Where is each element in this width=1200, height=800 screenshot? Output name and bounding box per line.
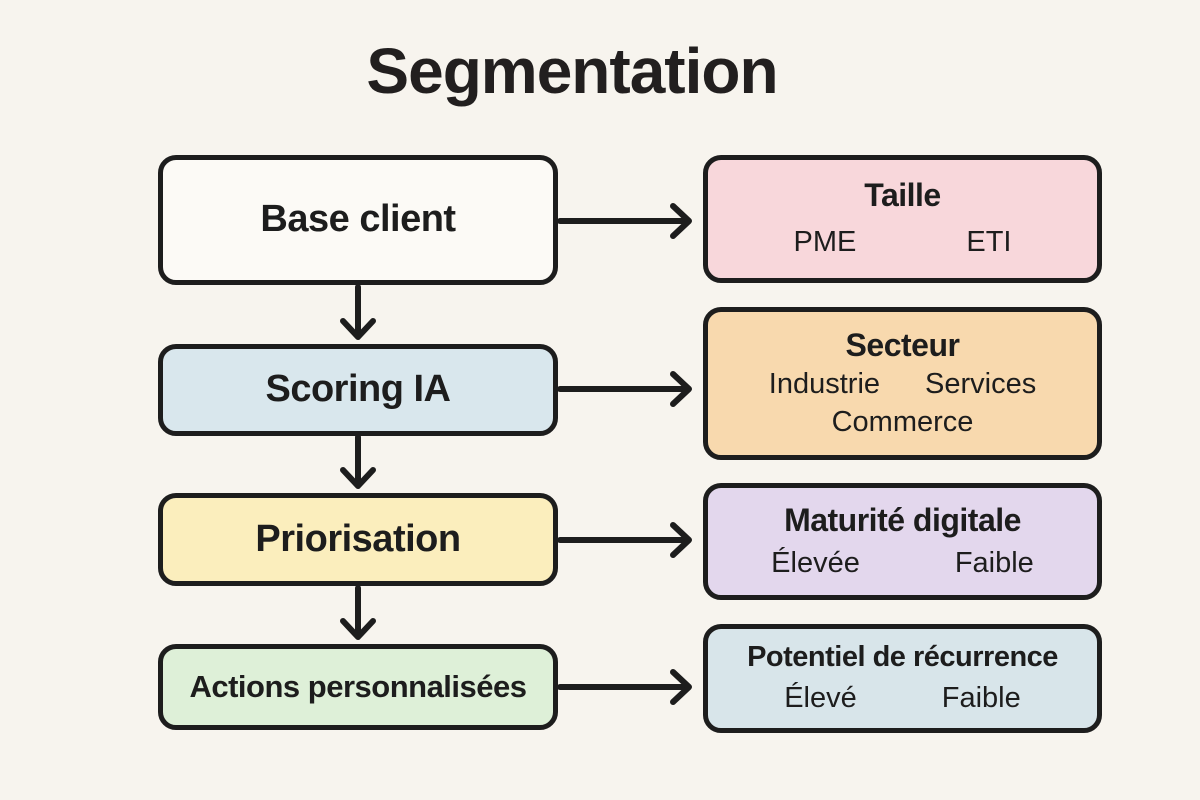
flow-step-label: Base client: [260, 198, 456, 241]
criterion-title: Maturité digitale: [784, 501, 1021, 538]
flow-step-actions-personnalisees: Actions personnalisées: [158, 644, 558, 730]
criterion-item: Élevée: [771, 546, 860, 579]
arrow-scoring-to-secteur-icon: [557, 371, 692, 407]
criterion-taille: Taille PME ETI: [703, 155, 1102, 283]
arrow-priorisation-to-maturite-icon: [557, 522, 692, 558]
criterion-title: Potentiel de récurrence: [747, 640, 1058, 673]
flow-step-scoring-ia: Scoring IA: [158, 344, 558, 436]
criterion-title: Secteur: [845, 326, 960, 363]
criterion-item: PME: [793, 226, 857, 259]
criterion-items: PME ETI: [794, 224, 1012, 260]
arrow-scoring-to-priorisation-icon: [340, 434, 376, 489]
criterion-item: Faible: [954, 546, 1034, 579]
criterion-item: Faible: [941, 682, 1021, 715]
arrow-base-to-scoring-icon: [340, 284, 376, 340]
arrow-actions-to-potentiel-icon: [557, 669, 692, 705]
criterion-item: Commerce: [831, 405, 974, 438]
criterion-secteur: Secteur Industrie Services Commerce: [703, 307, 1102, 460]
criterion-maturite-digitale: Maturité digitale Élevée Faible: [703, 483, 1102, 600]
flow-step-label: Priorisation: [255, 517, 461, 560]
criterion-items: Élevé Faible: [784, 680, 1021, 716]
criterion-items: Élevée Faible: [771, 545, 1034, 581]
criterion-title: Taille: [864, 177, 941, 214]
diagram-title: Segmentation: [366, 35, 778, 107]
flow-step-label: Actions personnalisées: [189, 668, 527, 704]
flow-step-label: Scoring IA: [265, 368, 451, 411]
criterion-item: Industrie: [768, 367, 881, 400]
flow-step-base-client: Base client: [158, 155, 558, 285]
arrow-priorisation-to-actions-icon: [340, 585, 376, 640]
flow-step-priorisation: Priorisation: [158, 493, 558, 586]
criterion-item: ETI: [966, 226, 1012, 259]
criterion-items: Industrie Services: [769, 366, 1036, 402]
criterion-potentiel-recurrence: Potentiel de récurrence Élevé Faible: [703, 624, 1102, 733]
criterion-item: Services: [925, 367, 1037, 400]
criterion-item: Élevé: [784, 682, 857, 715]
criterion-items: Commerce: [832, 404, 974, 440]
arrow-base-to-taille-icon: [557, 203, 692, 239]
